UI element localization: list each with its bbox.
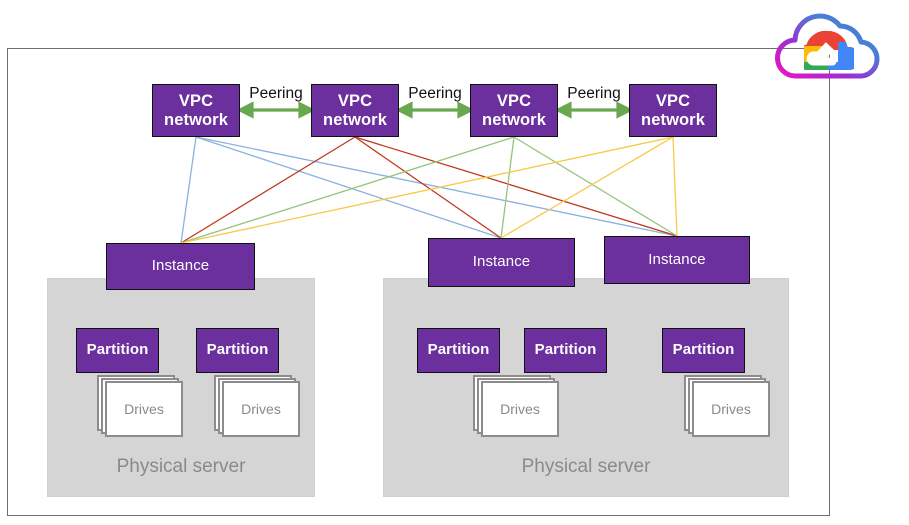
partition-box-3[interactable]: Partition	[417, 328, 500, 373]
partition-label-1: Partition	[86, 341, 149, 359]
drives-card-front: Drives	[105, 381, 183, 437]
partition-label-5: Partition	[672, 341, 735, 359]
google-cloud-logo	[752, 2, 904, 88]
drives-stack-4: Drives	[684, 375, 770, 437]
diagram-frame	[7, 48, 830, 516]
peering-label-2: Peering	[408, 85, 462, 102]
peering-label-1: Peering	[249, 85, 303, 102]
partition-box-4[interactable]: Partition	[524, 328, 607, 373]
drives-card-front: Drives	[481, 381, 559, 437]
physical-server-2-label: Physical server	[521, 456, 651, 477]
partition-box-1[interactable]: Partition	[76, 328, 159, 373]
vpc-network-label-2: VPC network	[323, 92, 387, 129]
drives-label-1: Drives	[124, 401, 164, 417]
physical-server-1-label: Physical server	[116, 456, 246, 477]
drives-stack-2: Drives	[214, 375, 300, 437]
partition-box-5[interactable]: Partition	[662, 328, 745, 373]
vpc-network-label-1: VPC network	[164, 92, 228, 129]
vpc-network-box-4[interactable]: VPC network	[629, 84, 717, 137]
partition-label-2: Partition	[206, 341, 269, 359]
vpc-network-box-1[interactable]: VPC network	[152, 84, 240, 137]
drives-stack-3: Drives	[473, 375, 559, 437]
instance-box-3[interactable]: Instance	[604, 236, 750, 284]
drives-card-front: Drives	[222, 381, 300, 437]
partition-label-3: Partition	[427, 341, 490, 359]
instance-box-2[interactable]: Instance	[428, 238, 575, 287]
peering-label-3: Peering	[567, 85, 621, 102]
vpc-network-box-2[interactable]: VPC network	[311, 84, 399, 137]
drives-label-3: Drives	[500, 401, 540, 417]
instance-label-1: Instance	[151, 257, 210, 275]
drives-card-front: Drives	[692, 381, 770, 437]
vpc-network-label-3: VPC network	[482, 92, 546, 129]
instance-label-2: Instance	[472, 253, 531, 271]
drives-label-4: Drives	[711, 401, 751, 417]
vpc-network-box-3[interactable]: VPC network	[470, 84, 558, 137]
vpc-network-label-4: VPC network	[641, 92, 705, 129]
drives-label-2: Drives	[241, 401, 281, 417]
instance-label-3: Instance	[648, 250, 706, 268]
partition-label-4: Partition	[534, 341, 597, 359]
drives-stack-1: Drives	[97, 375, 183, 437]
instance-box-1[interactable]: Instance	[106, 243, 255, 290]
partition-box-2[interactable]: Partition	[196, 328, 279, 373]
